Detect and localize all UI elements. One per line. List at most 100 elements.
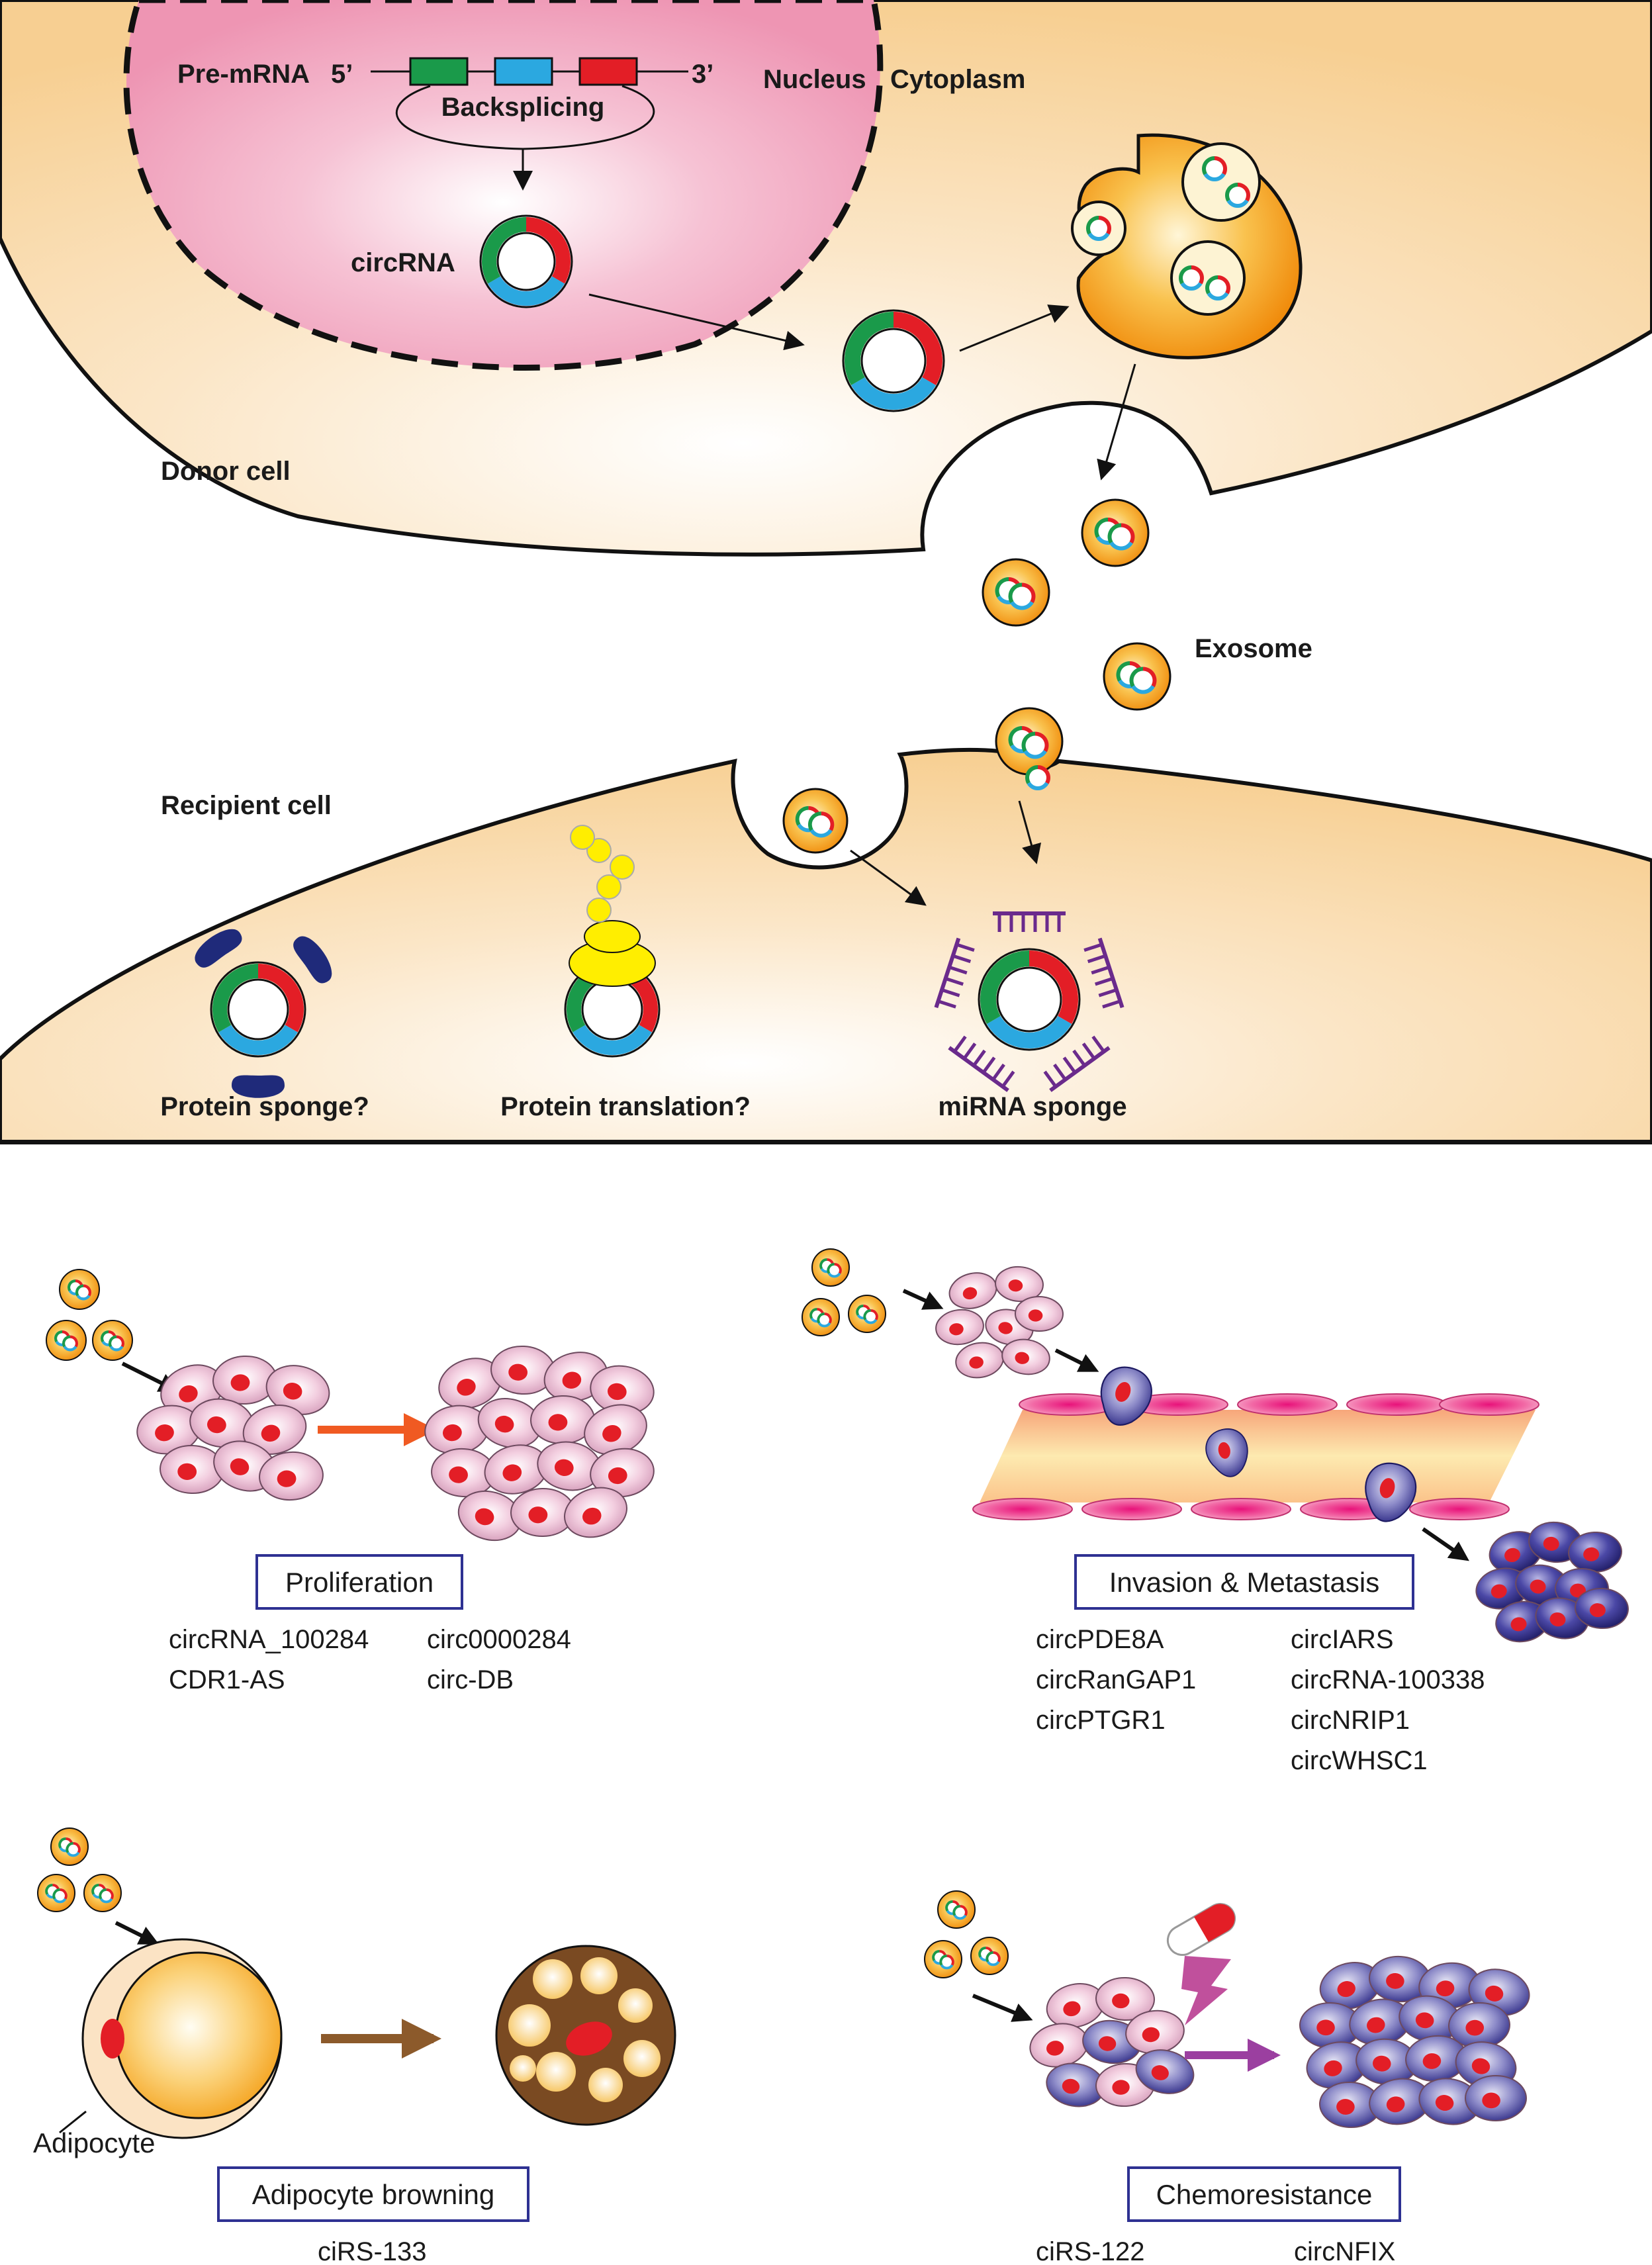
cell-nucleus (1435, 2095, 1454, 2111)
cell-nucleus (261, 1424, 281, 1442)
cell-nucleus (1436, 1980, 1455, 1997)
cell-nucleus (1583, 1547, 1600, 1561)
peptide-bead (596, 874, 621, 900)
multilocular-droplets (508, 1957, 661, 2102)
mini-circrna (986, 1951, 1001, 1966)
exon-red-arc (893, 312, 942, 385)
lightning-icon (1181, 1956, 1231, 2025)
cell-nucleus (457, 1379, 476, 1396)
circrna-ring (842, 309, 945, 412)
cell-nucleus (1324, 2060, 1342, 2076)
lipid-droplet-small (508, 2004, 551, 2047)
migrating-cell (1365, 1462, 1417, 1522)
lipid-droplet-small (623, 2040, 661, 2077)
tumor-cell (1029, 2023, 1089, 2068)
endothelial-cell (972, 1498, 1073, 1520)
exon-blue-arc (487, 276, 565, 306)
cell-nucleus (494, 1415, 514, 1433)
drug-capsule-icon (1166, 1903, 1236, 1956)
cell-nucleus (1386, 2096, 1405, 2113)
tumor-cell (431, 1448, 496, 1498)
tumor-cell (590, 1448, 655, 1498)
three-prime-label: 3’ (692, 60, 713, 89)
exosome (802, 1298, 840, 1336)
cell-nucleus (608, 1467, 627, 1485)
chemo-gene: ciRS-122 (1036, 2237, 1145, 2265)
blood-vessel (980, 1410, 1536, 1502)
cell-nucleus (177, 1463, 197, 1480)
exosome (1081, 498, 1150, 567)
tumor-cluster-small (935, 1266, 1064, 1379)
tumor-cell (590, 1365, 655, 1415)
prolif-gene: circRNA_100284 (169, 1625, 369, 1654)
adipocyte-nucleus (101, 2019, 124, 2058)
adipocyte-label: Adipocyte (33, 2127, 155, 2158)
cell-nucleus (179, 1385, 198, 1403)
exosome-label: Exosome (1195, 634, 1312, 663)
tumor-cell (564, 1487, 627, 1538)
exon-green-arc (482, 217, 527, 284)
invasion-gene: circIARS (1291, 1625, 1394, 1654)
arrow-fusion (1018, 800, 1042, 864)
chemo-gene: circNFIX (1294, 2237, 1395, 2265)
proliferation-title: Proliferation (285, 1567, 434, 1598)
arrow-chemo-exo (972, 1994, 1033, 2022)
cell-nucleus (1530, 1579, 1546, 1594)
cell-nucleus (1367, 2017, 1385, 2033)
mini-circrna (1205, 275, 1230, 300)
tumor-cell (948, 1272, 997, 1309)
cell-nucleus (969, 1356, 984, 1369)
nucleus-label: Nucleus (763, 65, 866, 94)
mirna (948, 1035, 1015, 1092)
tumor-cell (995, 1266, 1044, 1303)
mini-circrna (939, 1954, 954, 1970)
exon-green-arc (845, 312, 894, 385)
mini-circrna (62, 1335, 78, 1352)
cell-nucleus (475, 1508, 494, 1526)
cell-nucleus (1015, 1352, 1030, 1364)
exon-green-arc (980, 950, 1030, 1024)
arrow-secretion (1097, 363, 1136, 481)
exon-red-arc (1029, 950, 1078, 1024)
mirna (993, 911, 1066, 932)
cell-nucleus (554, 1459, 574, 1476)
backsplicing-label: Backsplicing (441, 93, 605, 122)
peptide-bead (610, 855, 635, 880)
prolif-gene: CDR1-AS (169, 1665, 285, 1694)
mini-circrna (1179, 265, 1204, 291)
exosome (970, 1937, 1009, 1975)
cell-nucleus (1062, 2078, 1080, 2094)
tumor-cluster-large (424, 1345, 655, 1542)
protein-blob (293, 936, 332, 984)
cell-nucleus (1485, 1985, 1504, 2002)
browning-gene: ciRS-133 (318, 2237, 427, 2265)
cell-nucleus (230, 1374, 250, 1391)
protein-sponge (195, 929, 332, 1098)
lipid-droplet-small (580, 1957, 618, 1994)
exosome (83, 1874, 122, 1912)
tumor-cell (490, 1345, 555, 1395)
mini-circrna (807, 811, 835, 838)
exosome (37, 1874, 75, 1912)
cell-nucleus (1218, 1442, 1230, 1459)
cell-nucleus (1063, 2001, 1081, 2017)
mini-circrna (1008, 582, 1036, 610)
invasion-gene: circWHSC1 (1291, 1746, 1428, 1775)
cell-nucleus (1491, 1584, 1507, 1598)
cell-nucleus (548, 1414, 568, 1431)
exosome (995, 707, 1064, 776)
recipient-cell-label: Recipient cell (161, 791, 332, 820)
lipid-droplet-small (536, 2052, 576, 2092)
cell-nucleus (1151, 2065, 1169, 2080)
donor-cell-label: Donor cell (161, 457, 291, 486)
exon-red-arc (526, 217, 571, 284)
cell-nucleus (962, 1287, 978, 1300)
tumor-cell (1369, 1955, 1431, 2003)
mini-circrna (1129, 667, 1157, 694)
cell-nucleus (998, 1322, 1013, 1334)
exosome (782, 788, 849, 854)
chemoresistance-title: Chemoresistance (1156, 2179, 1373, 2210)
tumor-cluster-small (136, 1355, 330, 1501)
migrating-cell (1100, 1366, 1152, 1426)
mirna (1043, 1035, 1111, 1092)
